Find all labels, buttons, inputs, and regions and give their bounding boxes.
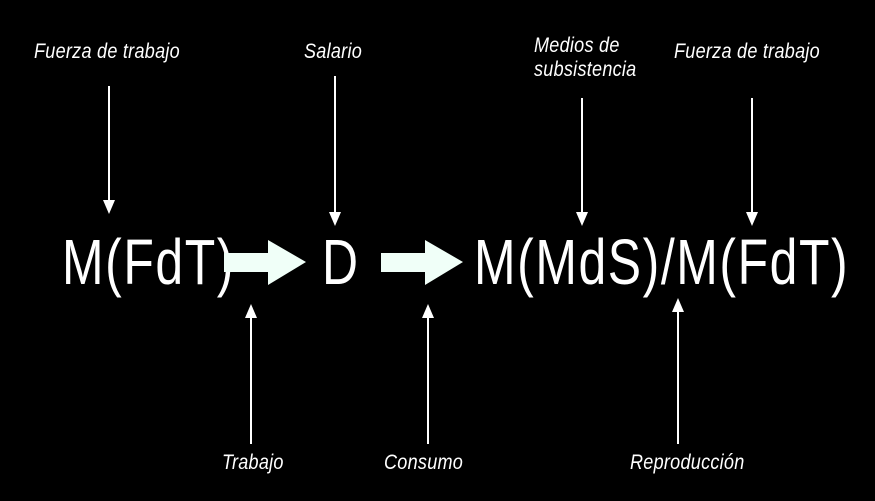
label-consumo: Consumo <box>384 451 464 474</box>
label-trabajo: Trabajo <box>222 451 284 474</box>
label-fuerza-de-trabajo-right: Fuerza de trabajo <box>674 40 820 63</box>
arrow-down-fuerza-right <box>746 98 758 226</box>
label-salario: Salario <box>304 40 363 63</box>
term-mercancia-fuerza-de-trabajo: M(FdT) <box>62 226 235 298</box>
term-dinero: D <box>322 226 360 298</box>
arrow-down-medios <box>576 98 588 226</box>
term-mercancia-medios-fuerza: M(MdS)/M(FdT) <box>474 226 850 298</box>
arrow-up-trabajo <box>245 304 257 444</box>
arrow-down-salario <box>329 76 341 226</box>
thick-arrow-2 <box>381 240 463 285</box>
label-reproduccion: Reproducción <box>630 451 745 474</box>
arrow-up-reproduccion <box>672 298 684 444</box>
label-medios-line1: Medios de <box>534 34 620 57</box>
label-fuerza-de-trabajo-left: Fuerza de trabajo <box>34 40 180 63</box>
arrow-up-consumo <box>422 304 434 444</box>
arrow-down-fuerza-left <box>103 86 115 214</box>
label-medios-line2: subsistencia <box>534 58 637 81</box>
thick-arrow-1 <box>224 240 306 285</box>
